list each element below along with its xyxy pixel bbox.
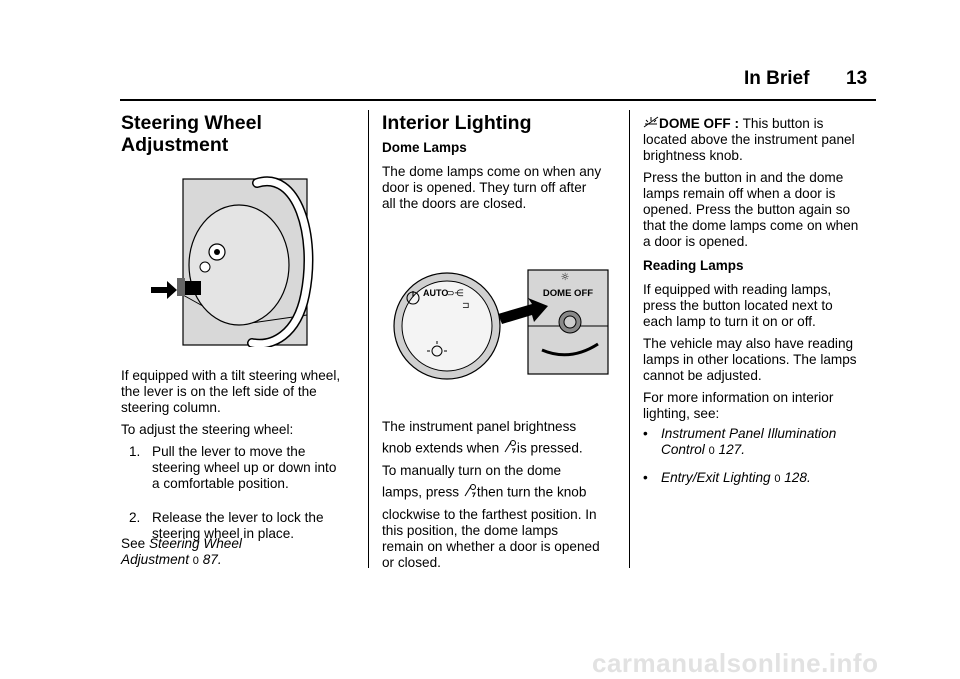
bullet-dot: • [643,470,648,485]
bullet-period: . [741,442,745,457]
other-lamps-l1: The vehicle may also have reading [643,336,854,351]
steering-para1-l3: steering column. [121,400,221,415]
dome-off-l2: located above the instrument panel [643,132,855,148]
column-divider [368,110,369,568]
more-info-l1: For more information on interior [643,390,834,405]
header-rule [120,99,876,101]
step-number: 1. [129,444,141,459]
see-prefix: See [121,536,149,551]
page-arrow-icon: 0 [708,445,715,457]
other-lamps-l3: cannot be adjusted. [643,368,762,383]
reading-para-l2: press the button located next to [643,298,833,313]
dome-off-label: DOME OFF [543,288,593,299]
press-para-l3: opened. Press the button again so [643,202,851,217]
subheading-reading-lamps: Reading Lamps [643,258,744,273]
step-text-line: Release the lever to lock the [152,510,324,525]
dome-para2-l8: or closed. [382,555,441,570]
steering-para1-l2: the lever is on the left side of the [121,384,317,399]
see-reference: See Steering Wheel Adjustment 0 87. [121,536,361,569]
list-item: • Entry/Exit Lighting 0 128. [643,470,883,490]
dome-off-l3: brightness knob. [643,148,743,164]
bullet-link-line2[interactable]: Control [661,442,705,457]
column-divider [629,110,630,568]
heading-interior-lighting: Interior Lighting [382,112,532,134]
svg-text:☼: ☼ [561,272,570,283]
dome-lamp-icon [463,483,477,503]
see-link-line1[interactable]: Steering Wheel [148,536,242,551]
bullet-link-line1[interactable]: Entry/Exit Lighting [661,470,771,485]
dome-para2-l7: remain on whether a door is opened [382,539,600,554]
press-para-l5: a door is opened. [643,234,749,249]
dome-para2-l3: To manually turn on the dome [382,463,562,478]
steering-para1-l1: If equipped with a tilt steering wheel, [121,368,341,383]
list-item: • Instrument Panel Illumination Control … [643,426,883,462]
more-info-l2: lighting, see: [643,406,720,421]
see-period: . [217,552,222,567]
subheading-dome-lamps: Dome Lamps [382,140,467,155]
section-title: In Brief [744,68,810,89]
dome-lamp-icon [503,439,517,459]
bullet-dot: • [643,426,648,441]
page-number: 13 [846,68,868,89]
step-text-line: steering wheel in place. [152,526,295,541]
bullet-link-line1[interactable]: Instrument Panel Illumination [661,426,837,441]
dome-para2-l2b: is pressed. [516,440,583,456]
dome-para2-l4b: then turn the knob [476,484,587,500]
see-link-line2[interactable]: Adjustment [121,552,190,567]
press-para-l4: that the dome lamps come on when [643,218,859,233]
dome-para2-l6: this position, the dome lamps [382,523,559,538]
press-para-l2: lamps remain off when a door is [643,186,836,201]
dome-para2-l1: The instrument panel brightness [382,419,577,434]
step-text-line: Pull the lever to move the [152,444,306,459]
bullet-page[interactable]: 127 [718,442,742,457]
page-arrow-icon: 0 [774,473,781,485]
reading-para-l1: If equipped with reading lamps, [643,282,832,297]
dome-para1-l1: The dome lamps come on when any [382,164,602,179]
dome-off-icon [643,116,659,132]
dome-para2-l2a: knob extends when [382,440,503,456]
svg-text:⊐: ⊐ [462,301,470,311]
other-lamps-l2: lamps in other locations. The lamps [643,352,857,367]
heading-steering-wheel-line2: Adjustment [121,134,229,156]
step-text-line: steering wheel up or down into [152,460,337,475]
step-1: 1. Pull the lever to move the steering w… [121,444,361,504]
dome-para2-l4a: lamps, press [382,484,463,500]
page-arrow-icon: 0 [192,555,199,567]
dome-para2-l5: clockwise to the farthest position. In [382,507,597,522]
watermark: carmanualsonline.info [592,648,879,678]
heading-steering-wheel-line1: Steering Wheel [121,112,262,134]
auto-label: AUTO [423,288,448,298]
bullet-page[interactable]: 128 [784,470,807,485]
see-page[interactable]: 87 [202,552,218,567]
steering-wheel-figure [151,176,314,347]
reading-para-l3: each lamp to turn it on or off. [643,314,816,329]
bullet-period: . [806,470,811,485]
dome-off-l1: This button is [742,116,824,131]
dome-para1-l3: all the doors are closed. [382,196,527,211]
steering-para2: To adjust the steering wheel: [121,422,294,437]
step-2: 2. Release the lever to lock the steerin… [121,510,361,550]
dome-off-heading: DOME OFF : [659,116,740,131]
step-number: 2. [129,510,141,525]
step-text-line: a comfortable position. [152,476,289,491]
svg-text:⊃⋲: ⊃⋲ [447,289,464,299]
press-para-l1: Press the button in and the dome [643,170,844,185]
lighting-control-figure: AUTO ⊃⋲ ⊐ ☼ DOME OFF [393,269,609,380]
dome-para2: The instrument panel brightness knob ext… [382,419,622,571]
dome-para1-l2: door is opened. They turn off after [382,180,587,195]
